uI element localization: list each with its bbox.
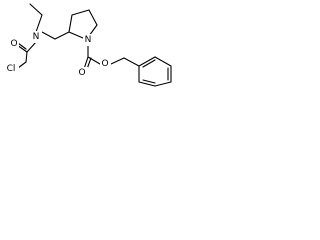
phenyl-bond-5 — [138, 81, 156, 87]
atom-cl: Cl — [7, 64, 16, 74]
molecule-structure: N O Cl N O O — [4, 3, 172, 87]
phenyl-ring — [138, 56, 172, 87]
bond-ring-c3-c4 — [71, 9, 90, 16]
bond-ring-n-c2 — [68, 31, 84, 39]
phenyl-bond-4 — [154, 81, 172, 87]
bond-carbamate-o-ester — [87, 56, 101, 65]
atom-o-amide: O — [10, 39, 17, 49]
bond-n-carbonyl — [26, 41, 37, 53]
atom-labels: N O Cl N O O — [4, 31, 111, 79]
bond-o-benzyl — [110, 57, 125, 65]
bond-n-ch2 — [41, 31, 56, 40]
phenyl-bond-2 — [154, 56, 172, 67]
bond-ring-c2-c3 — [68, 14, 73, 33]
phenyl-bond-1 — [138, 56, 156, 67]
bond-ring-c4-c5 — [88, 9, 98, 26]
bond-c-ch2cl — [25, 51, 28, 63]
bond-benzyl-phenyl — [123, 57, 140, 67]
bond-ethyl-1 — [29, 3, 43, 16]
bond-ch2-ring — [54, 31, 70, 40]
phenyl-double-1 — [142, 59, 156, 68]
bond-c-o-double-2 — [17, 42, 27, 50]
atom-o-ester: O — [101, 59, 108, 69]
bond-ch2-cl — [17, 61, 27, 69]
atom-o-carbonyl: O — [78, 68, 85, 78]
atom-n-amide: N — [33, 32, 40, 42]
bond-ethyl-2 — [35, 14, 43, 33]
atom-n-ring: N — [85, 35, 92, 45]
phenyl-double-3 — [142, 79, 156, 84]
